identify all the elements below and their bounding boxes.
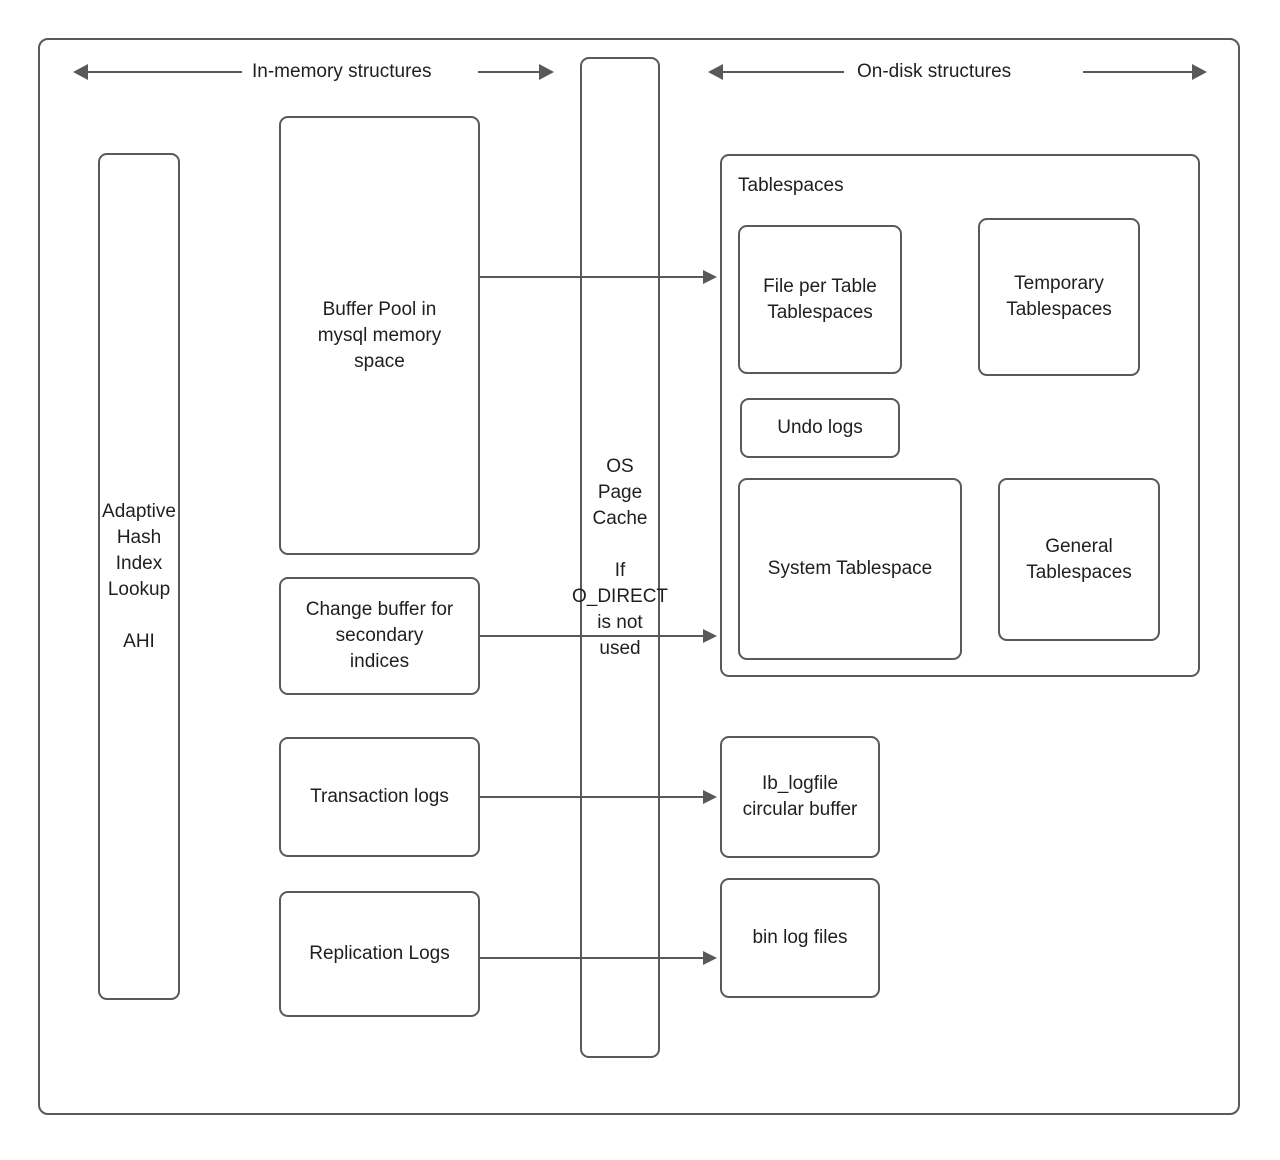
ib-logfile-label: Ib_logfile circular buffer [742,773,858,820]
tablespaces-title: Tablespaces [738,175,844,196]
connector-buffer-pool-arrowhead [703,270,717,284]
transaction-logs-box[interactable]: Transaction logs [279,737,480,857]
file-per-table-tablespaces-label: File per Table Tablespaces [763,275,877,323]
os-page-cache-box[interactable]: OS Page Cache If O_DIRECT is not used [572,57,668,1058]
connector-buffer-pool-to-file-per-table [480,276,704,279]
on-disk-structures-label: On-disk structures [857,61,1012,82]
in-memory-arrow-right-head [539,64,554,80]
in-memory-structures-label: In-memory structures [252,61,432,82]
in-memory-arrow-right-line [478,71,540,74]
on-disk-arrow-right-line [1083,71,1193,74]
on-disk-structures-header: On-disk structures [857,62,1011,82]
on-disk-arrow-left-line [722,71,844,74]
os-page-cache-label: OS Page Cache If O_DIRECT is not used [571,455,669,659]
bin-log-files-label: bin log files [752,927,848,948]
temporary-tablespaces-label: Temporary Tablespaces [1006,273,1112,320]
adaptive-hash-index-box[interactable]: Adaptive Hash Index Lookup AHI [98,153,180,1000]
adaptive-hash-index-label: Adaptive Hash Index Lookup AHI [102,500,176,652]
on-disk-arrow-left-head [708,64,723,80]
in-memory-structures-header: In-memory structures [252,62,431,82]
ib-logfile-box[interactable]: Ib_logfile circular buffer [720,736,880,858]
undo-logs-box[interactable]: Undo logs [740,398,900,458]
buffer-pool-box[interactable]: Buffer Pool in mysql memory space [279,116,480,555]
general-tablespaces-label: General Tablespaces [1026,535,1132,583]
connector-replication-logs-to-bin-log-files [480,957,704,960]
bin-log-files-box[interactable]: bin log files [720,878,880,998]
system-tablespace-box[interactable]: System Tablespace [738,478,962,660]
connector-transaction-logs-to-ib-logfile [480,796,704,799]
file-per-table-tablespaces-box[interactable]: File per Table Tablespaces [738,225,902,374]
change-buffer-box[interactable]: Change buffer for secondary indices [279,577,480,695]
undo-logs-label: Undo logs [777,417,863,438]
in-memory-arrow-left-head [73,64,88,80]
system-tablespace-label: System Tablespace [767,558,933,579]
replication-logs-box[interactable]: Replication Logs [279,891,480,1017]
connector-change-buffer-arrowhead [703,629,717,643]
buffer-pool-label: Buffer Pool in mysql memory space [317,298,442,372]
replication-logs-label: Replication Logs [309,943,450,964]
general-tablespaces-box[interactable]: General Tablespaces [998,478,1160,641]
connector-transaction-logs-arrowhead [703,790,717,804]
connector-change-buffer-to-system-tablespace [480,635,704,638]
transaction-logs-label: Transaction logs [310,786,449,807]
change-buffer-label: Change buffer for secondary indices [305,599,454,672]
on-disk-arrow-right-head [1192,64,1207,80]
temporary-tablespaces-box[interactable]: Temporary Tablespaces [978,218,1140,376]
in-memory-arrow-left-line [87,71,242,74]
connector-replication-logs-arrowhead [703,951,717,965]
